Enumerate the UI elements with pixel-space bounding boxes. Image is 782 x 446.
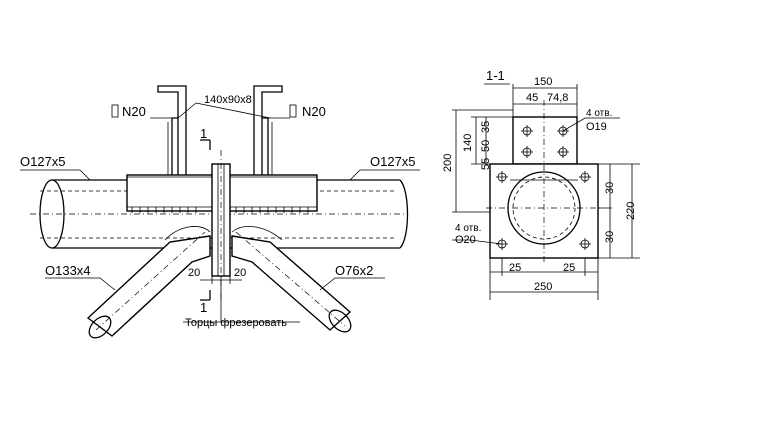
holes-bottom-dia: О20 xyxy=(455,234,476,246)
channel-bracket-left xyxy=(157,85,187,175)
dim-right-20: 20 xyxy=(234,267,246,279)
dim-55: 55 xyxy=(480,158,492,170)
dim-140: 140 xyxy=(462,134,474,152)
dim-200: 200 xyxy=(442,154,454,172)
holes-top-count: 4 отв. xyxy=(586,108,612,119)
channel-right-label: N20 xyxy=(302,104,326,119)
central-plate xyxy=(211,150,231,300)
pipe-bottom-left-label: О133х4 xyxy=(45,263,91,278)
dim-45: 45 xyxy=(526,92,538,104)
angle-plate xyxy=(512,116,578,165)
pipe-bottom-right-label: О76х2 xyxy=(335,263,373,278)
dim-35: 35 xyxy=(480,121,492,133)
holes-bottom-count: 4 отв. xyxy=(455,223,481,234)
diagonal-pipe-left xyxy=(86,226,211,339)
top-holes xyxy=(521,125,569,158)
pipe-section xyxy=(486,100,602,262)
dim-74-8: 74,8 xyxy=(547,92,568,104)
dim-250: 250 xyxy=(534,281,552,293)
dim-25-left: 25 xyxy=(509,262,521,274)
section-title: 1-1 xyxy=(486,68,505,83)
dim-left-20: 20 xyxy=(188,267,200,279)
angle-label: 140х90х8 xyxy=(204,94,252,106)
pipe-top-left-label: О127х5 xyxy=(20,154,66,169)
section-view: 1-1 xyxy=(442,68,640,300)
dim-30-upper: 30 xyxy=(604,182,616,194)
elevation-view: N20 N20 140х90х8 1 1 О127х5 О127х5 О133х… xyxy=(20,85,420,339)
milling-note: Торцы фрезеровать xyxy=(185,317,287,329)
section-mark-bottom: 1 xyxy=(200,300,207,315)
dim-30-lower: 30 xyxy=(604,231,616,243)
dim-25-right: 25 xyxy=(563,262,575,274)
channel-bracket-right xyxy=(253,85,283,175)
diagonal-pipe-right xyxy=(231,226,352,333)
base-holes xyxy=(496,171,591,250)
dim-150: 150 xyxy=(534,76,552,88)
pipe-top-right-label: О127х5 xyxy=(370,154,416,169)
section-mark-top: 1 xyxy=(200,126,207,141)
dim-220: 220 xyxy=(625,202,637,220)
channel-left-label: N20 xyxy=(122,104,146,119)
dim-50: 50 xyxy=(480,140,492,152)
holes-top-dia: О19 xyxy=(586,121,607,133)
